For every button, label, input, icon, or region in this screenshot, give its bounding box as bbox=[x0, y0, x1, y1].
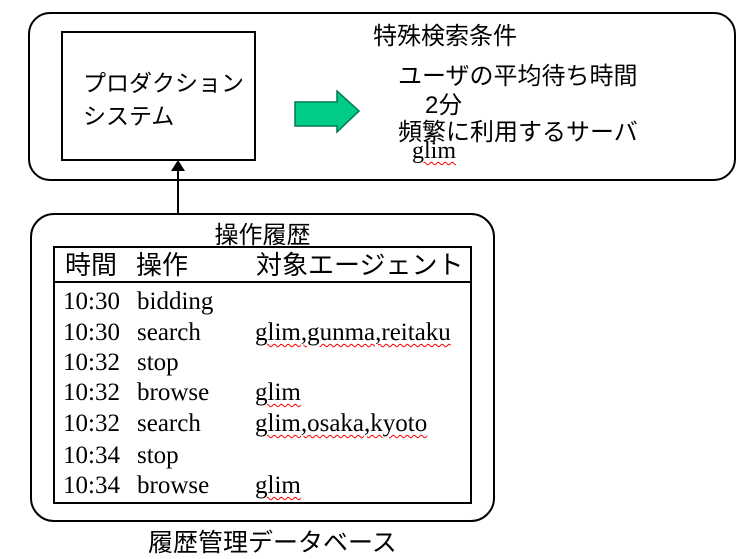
row-operation: search bbox=[137, 319, 201, 346]
column-header-time: 時間 bbox=[65, 250, 118, 280]
condition-avg-wait-value: 2分 bbox=[425, 92, 463, 119]
condition-frequent-server-value: glim bbox=[412, 138, 457, 164]
row-agents: glim bbox=[255, 379, 301, 406]
row-agents: glim,gunma,reitaku bbox=[255, 319, 451, 346]
table-row: 10:32 search glim,osaka,kyoto bbox=[53, 409, 472, 439]
row-agents: glim,osaka,kyoto bbox=[255, 410, 428, 437]
history-db-caption: 履歴管理データベース bbox=[148, 529, 397, 557]
row-operation: browse bbox=[137, 379, 210, 406]
table-row: 10:32 stop bbox=[53, 348, 472, 378]
row-agents: glim bbox=[255, 472, 301, 499]
search-conditions-title: 特殊検索条件 bbox=[373, 23, 517, 50]
flow-right-arrow-shape bbox=[294, 90, 361, 134]
column-header-operation: 操作 bbox=[136, 250, 189, 280]
row-time: 10:30 bbox=[63, 288, 120, 315]
table-row: 10:30 bidding bbox=[53, 287, 472, 317]
row-time: 10:32 bbox=[63, 410, 120, 437]
row-operation: browse bbox=[137, 472, 210, 499]
row-time: 10:32 bbox=[63, 379, 120, 406]
table-row: 10:32 browse glim bbox=[53, 378, 472, 408]
row-time: 10:32 bbox=[63, 349, 120, 376]
condition-avg-wait-label: ユーザの平均待ち時間 bbox=[398, 63, 638, 90]
history-table bbox=[53, 246, 472, 504]
row-time: 10:34 bbox=[63, 472, 120, 499]
table-row: 10:34 browse glim bbox=[53, 471, 472, 501]
production-system-box: プロダクション システム bbox=[61, 31, 256, 161]
row-operation: bidding bbox=[137, 288, 214, 315]
connector-up-arrowhead-icon bbox=[171, 160, 185, 171]
row-operation: search bbox=[137, 410, 201, 437]
row-time: 10:34 bbox=[63, 442, 120, 469]
table-header-divider bbox=[53, 281, 472, 283]
production-system-label-line2: システム bbox=[83, 103, 175, 129]
table-row: 10:30 search glim,gunma,reitaku bbox=[53, 318, 472, 348]
history-table-title: 操作履歴 bbox=[214, 222, 311, 249]
row-time: 10:30 bbox=[63, 319, 120, 346]
row-operation: stop bbox=[137, 442, 179, 469]
flow-right-arrow-icon bbox=[294, 90, 361, 134]
table-row: 10:34 stop bbox=[53, 441, 472, 471]
condition-frequent-server-label: 頻繁に利用するサーバ bbox=[398, 119, 638, 146]
row-operation: stop bbox=[137, 349, 179, 376]
production-system-label-line1: プロダクション bbox=[83, 70, 244, 96]
connector-line bbox=[177, 171, 179, 214]
column-header-target-agents: 対象エージェント bbox=[256, 250, 464, 280]
